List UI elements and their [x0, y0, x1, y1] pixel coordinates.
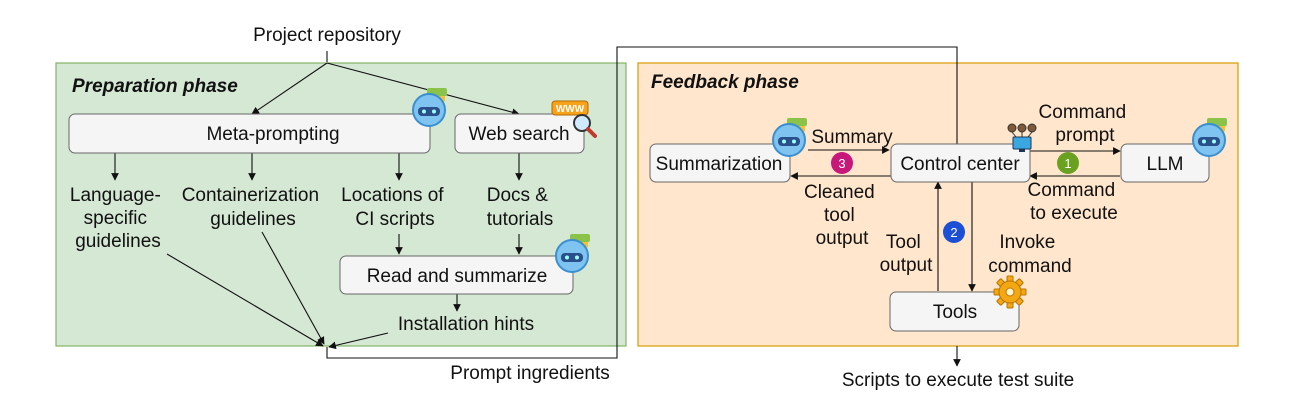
tool-output-label: Tool output — [880, 232, 934, 276]
step-1-marker: 1 — [1057, 152, 1079, 174]
step-3-marker: 3 — [831, 152, 853, 174]
gear-icon — [993, 275, 1027, 309]
meta-prompting-label: Meta-prompting — [206, 124, 339, 145]
robot-icon — [772, 118, 807, 157]
robot-icon — [412, 88, 447, 127]
llm-box — [1120, 143, 1210, 183]
project-repository-label: Project repository — [253, 25, 401, 46]
control-center-label: Control center — [900, 154, 1020, 175]
meta-prompting-box — [68, 113, 431, 154]
feedback-arrows — [790, 146, 1121, 367]
preparation-phase-title: Preparation phase — [72, 76, 238, 97]
installation-hints-label: Installation hints — [398, 314, 534, 335]
docs-tutorials-label: Docs & tutorials — [487, 185, 554, 230]
llm-label: LLM — [1147, 154, 1184, 175]
web-search-label: Web search — [468, 124, 569, 145]
tools-label: Tools — [933, 302, 977, 323]
control-center-box — [890, 143, 1031, 183]
language-guidelines-label: Language- specific guidelines — [70, 185, 166, 252]
summary-label: Summary — [811, 127, 893, 148]
ci-scripts-label: Locations of CI scripts — [341, 185, 449, 230]
tools-box — [889, 291, 1020, 332]
final-output-label: Scripts to execute test suite — [842, 370, 1074, 391]
read-summarize-label: Read and summarize — [367, 266, 548, 287]
command-to-execute-label: Command to execute — [1028, 180, 1121, 224]
cleaned-tool-output-label: Cleaned tool output — [804, 182, 880, 249]
command-prompt-label: Command prompt — [1039, 102, 1132, 146]
invoke-command-label: Invoke command — [988, 232, 1071, 277]
robot-icon — [1192, 118, 1227, 157]
read-summarize-box — [339, 255, 574, 295]
robot-icon — [555, 234, 590, 273]
network-control-icon — [1007, 123, 1037, 152]
feedback-phase-title: Feedback phase — [651, 72, 799, 93]
svg-text:WWW: WWW — [556, 104, 585, 115]
step-2-marker: 2 — [943, 221, 965, 243]
svg-text:2: 2 — [950, 225, 957, 240]
preparation-phase-panel — [55, 62, 627, 347]
prompt-ingredients-label: Prompt ingredients — [450, 363, 609, 384]
www-search-icon: WWW — [551, 100, 597, 138]
web-search-box — [454, 113, 585, 154]
containerization-guidelines-label: Containerization guidelines — [182, 185, 325, 230]
summarization-label: Summarization — [656, 154, 783, 175]
svg-text:3: 3 — [838, 156, 845, 171]
svg-text:1: 1 — [1064, 156, 1071, 171]
summarization-box — [649, 143, 791, 183]
preparation-arrows — [111, 46, 961, 359]
